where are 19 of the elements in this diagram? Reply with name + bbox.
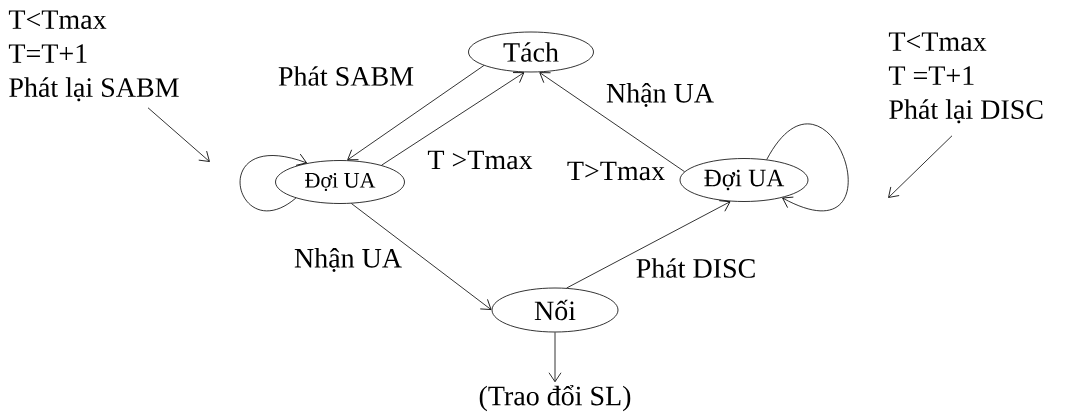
transition-arrow [566, 200, 731, 289]
edge-label: Nhận UA [292, 246, 404, 274]
condition-note: T<Tmax T=T+1 Phát lại SABM [8, 10, 179, 102]
edge-label: Nhận UA [604, 81, 716, 109]
transition-arrow [381, 72, 525, 166]
self-loop-arrow [766, 124, 849, 211]
state-text: (Trao đổi SL) [479, 384, 631, 412]
transition-arrow [548, 332, 562, 383]
transition-arrow [351, 203, 492, 310]
edge-label: Phát SABM [276, 65, 416, 87]
condition-label: T>Tmax [565, 160, 667, 182]
transition-arrow [539, 72, 685, 173]
condition-note: T<Tmax T =T+1 Phát lại DISC [888, 32, 1043, 124]
leader-arrow [147, 107, 210, 162]
leader-arrow [888, 135, 953, 198]
transition-arrow [347, 65, 485, 161]
self-loop-arrow [239, 153, 307, 212]
edge-label: T >Tmax [426, 149, 534, 171]
edge-label: Phát DISC [634, 257, 758, 279]
